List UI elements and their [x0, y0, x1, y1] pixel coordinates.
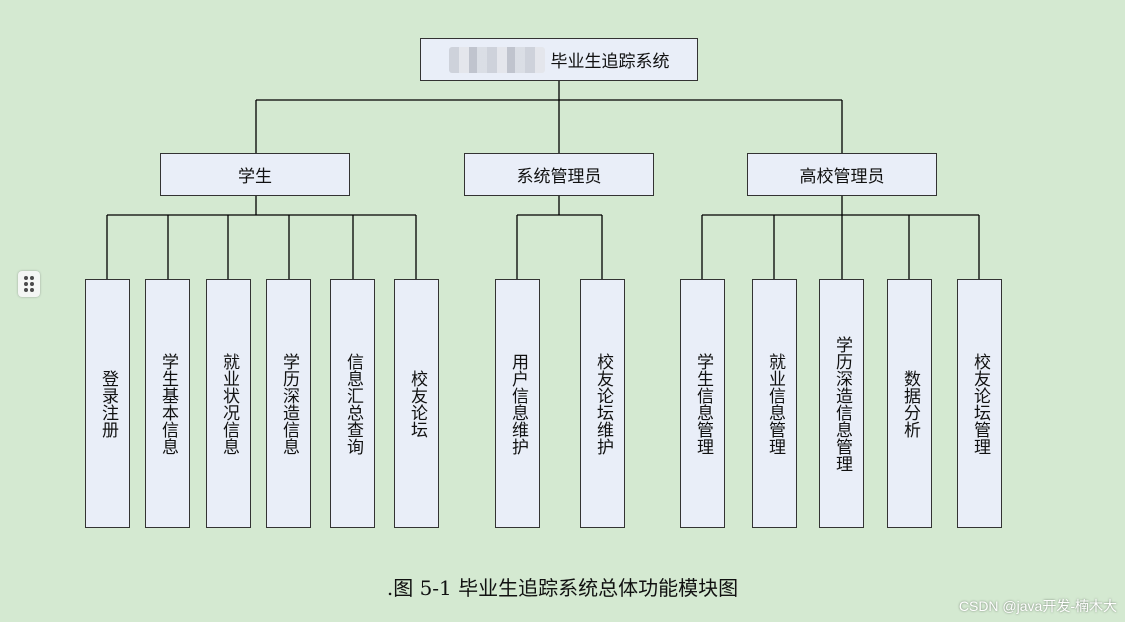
- group-node-student: 学生: [160, 153, 350, 196]
- leaf-node: 就业状况信息: [206, 279, 251, 528]
- watermark: CSDN @java开发-楠木大: [958, 598, 1117, 614]
- drag-handle-icon[interactable]: [18, 271, 40, 297]
- root-label: 毕业生追踪系统: [550, 52, 670, 72]
- leaf-node: 学历深造信息管理: [819, 279, 864, 528]
- redacted-blur: [448, 46, 545, 73]
- leaf-node: 校友论坛管理: [957, 279, 1002, 528]
- leaf-node: 学生信息管理: [680, 279, 725, 528]
- leaf-node: 用户信息维护: [495, 279, 540, 528]
- root-node: 毕业生追踪系统: [420, 38, 698, 81]
- leaf-node: 校友论坛: [394, 279, 439, 528]
- leaf-node: 学历深造信息: [266, 279, 311, 528]
- figure-caption: .图 5-1 毕业生追踪系统总体功能模块图: [386, 576, 739, 600]
- leaf-node: 学生基本信息: [145, 279, 190, 528]
- group-node-system-admin: 系统管理员: [464, 153, 654, 196]
- leaf-node: 数据分析: [887, 279, 932, 528]
- leaf-node: 就业信息管理: [752, 279, 797, 528]
- leaf-node: 信息汇总查询: [330, 279, 375, 528]
- leaf-node: 登录注册: [85, 279, 130, 528]
- leaf-node: 校友论坛维护: [580, 279, 625, 528]
- group-node-school-admin: 高校管理员: [747, 153, 937, 196]
